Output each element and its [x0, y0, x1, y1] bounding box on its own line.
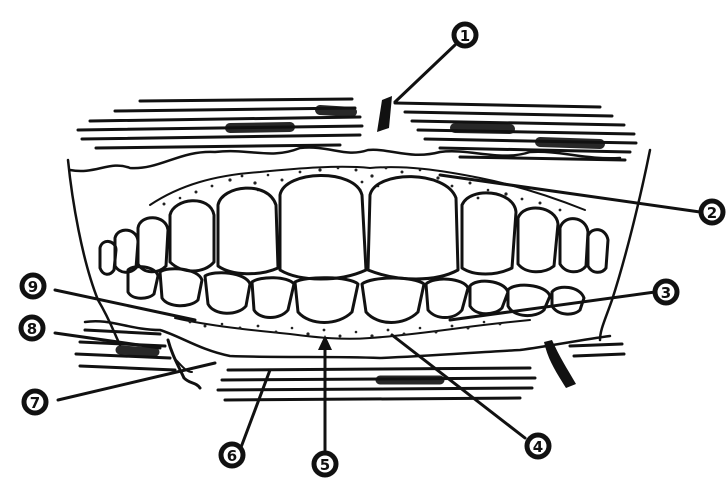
callout-8-label: 8 [27, 320, 37, 338]
callout-2-label: 2 [707, 204, 717, 222]
left-cheek-outline [68, 160, 120, 345]
callout-8: 8 [21, 317, 43, 339]
upper-frenum [377, 96, 392, 132]
callout-1-label: 1 [460, 27, 470, 45]
callout-2: 2 [701, 201, 723, 223]
leader-lines [55, 45, 700, 452]
upper-canine-right [518, 208, 558, 272]
upper-gingiva [150, 167, 585, 212]
callout-7-label: 7 [30, 394, 40, 412]
lower-gingiva [175, 318, 530, 339]
callout-5: 5 [314, 453, 336, 475]
callout-3: 3 [655, 281, 677, 303]
callout-6-label: 6 [227, 447, 237, 465]
lower-frenum-left [168, 340, 200, 388]
callout-5-label: 5 [320, 456, 330, 474]
upper-lateral-incisor-right [462, 193, 516, 274]
upper-central-incisor-right [368, 177, 458, 279]
callout-1: 1 [454, 24, 476, 46]
lower-lip [76, 321, 624, 400]
callout-9: 9 [22, 275, 44, 297]
callout-6: 6 [221, 444, 243, 466]
upper-canine-left [170, 201, 214, 271]
callout-4-label: 4 [533, 438, 543, 456]
upper-lip [70, 99, 636, 171]
callout-3-label: 3 [661, 284, 671, 302]
upper-lateral-incisor-left [218, 188, 278, 274]
callout-9-label: 9 [28, 278, 38, 296]
callout-4: 4 [527, 435, 549, 457]
callout-7: 7 [24, 391, 46, 413]
upper-central-incisor-left [280, 175, 366, 279]
